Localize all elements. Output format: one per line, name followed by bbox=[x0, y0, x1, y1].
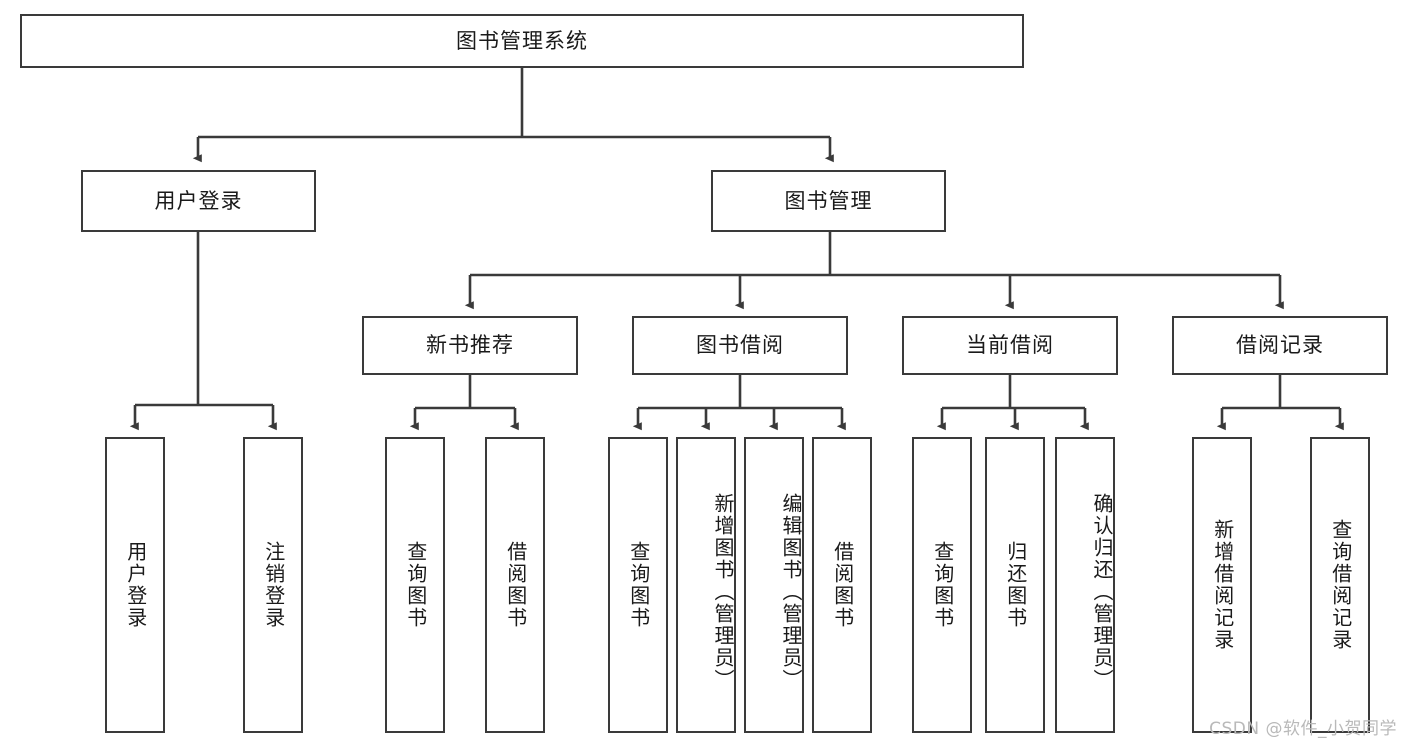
node-leaf-add-book-admin[interactable]: 新增图书（管理员） bbox=[676, 437, 736, 733]
node-leaf-query-book-rec-label: 查询图书 bbox=[403, 541, 428, 629]
node-root[interactable]: 图书管理系统 bbox=[20, 14, 1024, 68]
node-leaf-confirm-return-admin[interactable]: 确认归还（管理员） bbox=[1055, 437, 1115, 733]
node-borrow-record[interactable]: 借阅记录 bbox=[1172, 316, 1388, 375]
node-book-manage-label: 图书管理 bbox=[784, 188, 873, 213]
watermark-text: CSDN @软件_小贺同学 bbox=[1209, 719, 1397, 739]
node-leaf-return-book-label: 归还图书 bbox=[1003, 541, 1028, 629]
node-leaf-query-book-current-label: 查询图书 bbox=[930, 541, 955, 629]
node-leaf-user-logout[interactable]: 注销登录 bbox=[243, 437, 303, 733]
node-root-label: 图书管理系统 bbox=[456, 28, 588, 53]
node-leaf-add-book-admin-label: 新增图书（管理员） bbox=[711, 493, 735, 691]
node-user-login[interactable]: 用户登录 bbox=[81, 170, 316, 232]
node-leaf-query-book-rec[interactable]: 查询图书 bbox=[385, 437, 445, 733]
node-leaf-user-login[interactable]: 用户登录 bbox=[105, 437, 165, 733]
node-leaf-query-book-borrow[interactable]: 查询图书 bbox=[608, 437, 668, 733]
node-leaf-borrow-book[interactable]: 借阅图书 bbox=[812, 437, 872, 733]
node-leaf-borrow-book-label: 借阅图书 bbox=[830, 541, 855, 629]
node-leaf-borrow-book-rec-label: 借阅图书 bbox=[503, 541, 528, 629]
node-book-manage[interactable]: 图书管理 bbox=[711, 170, 946, 232]
node-current-borrow-label: 当前借阅 bbox=[966, 333, 1054, 358]
node-new-book-rec[interactable]: 新书推荐 bbox=[362, 316, 578, 375]
node-leaf-add-borrow-record[interactable]: 新增借阅记录 bbox=[1192, 437, 1252, 733]
node-leaf-confirm-return-admin-label: 确认归还（管理员） bbox=[1090, 493, 1114, 691]
node-leaf-edit-book-admin-label: 编辑图书（管理员） bbox=[779, 493, 803, 691]
node-leaf-return-book[interactable]: 归还图书 bbox=[985, 437, 1045, 733]
node-leaf-user-login-label: 用户登录 bbox=[123, 541, 148, 629]
node-leaf-query-book-current[interactable]: 查询图书 bbox=[912, 437, 972, 733]
node-leaf-query-borrow-record-label: 查询借阅记录 bbox=[1328, 519, 1353, 651]
node-book-borrow[interactable]: 图书借阅 bbox=[632, 316, 848, 375]
node-user-login-label: 用户登录 bbox=[154, 188, 243, 213]
node-borrow-record-label: 借阅记录 bbox=[1236, 333, 1324, 358]
node-leaf-add-borrow-record-label: 新增借阅记录 bbox=[1210, 519, 1235, 651]
node-leaf-edit-book-admin[interactable]: 编辑图书（管理员） bbox=[744, 437, 804, 733]
node-book-borrow-label: 图书借阅 bbox=[696, 333, 784, 358]
node-current-borrow[interactable]: 当前借阅 bbox=[902, 316, 1118, 375]
node-leaf-user-logout-label: 注销登录 bbox=[261, 541, 286, 629]
node-leaf-borrow-book-rec[interactable]: 借阅图书 bbox=[485, 437, 545, 733]
node-leaf-query-borrow-record[interactable]: 查询借阅记录 bbox=[1310, 437, 1370, 733]
node-new-book-rec-label: 新书推荐 bbox=[426, 333, 514, 358]
node-leaf-query-book-borrow-label: 查询图书 bbox=[626, 541, 651, 629]
